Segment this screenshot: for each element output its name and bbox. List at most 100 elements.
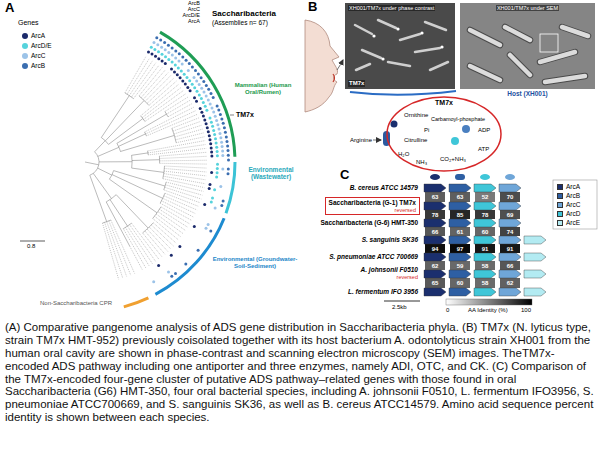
identity-value: 94 [432,245,439,252]
identity-value: 58 [482,280,489,287]
tree-branch [99,202,106,222]
tree-branch [176,137,204,143]
tree-branch [156,214,183,234]
gene-dot [161,53,164,56]
identity-value: 52 [482,194,489,201]
metabolite-label: NH₃ [416,159,427,166]
gene-dot [167,51,170,54]
scale-label: 0.8 [27,243,35,250]
gene-dot [226,145,229,148]
tree-branch [167,100,191,114]
identity-band [500,192,520,202]
gene-dot [216,167,219,170]
tree-branch [105,222,123,278]
clade-label: Non-Saccharibacteria CPR [40,300,112,307]
gene-arrow [449,184,471,192]
tree-branch [147,229,168,251]
gene-dot [191,65,194,68]
metabolite-label: Arginine [350,137,372,144]
gene-dot [156,43,159,46]
gene-arrow [499,236,521,244]
identity-band [475,278,495,288]
tree-branch [99,161,132,162]
gene-dot [212,96,215,99]
identity-value: 91 [482,245,489,252]
enzyme-icon [462,125,470,133]
gene-arrow [424,288,446,296]
gene-dot [210,150,213,153]
gene-dot [209,138,212,141]
tree-branch [119,134,146,147]
metabolite-label: Citrulline [404,137,427,144]
gene-dot [206,126,209,129]
enzyme-icon [451,137,459,145]
gene-dot [216,104,219,107]
gene-dot [153,41,156,44]
identity-value: 63 [432,194,439,201]
gene-dot [213,133,216,136]
gene-arrow [424,253,446,261]
host-underline [350,91,456,95]
legend-text: ArcD [566,210,580,217]
gene-dot [216,154,219,157]
tree-branch [105,101,144,141]
gene-dot [208,134,211,137]
tree-branch [130,246,143,269]
gene-arrow [474,202,496,210]
legend-swatch [557,184,563,190]
gene-dot [219,136,222,139]
gene-dot [152,280,155,283]
gene-dot [205,109,208,112]
clade-label: Mammalian (Human Oral/Rumen) [226,82,300,95]
gene-dot [214,207,217,210]
gene-dot [193,76,196,79]
tree-branch [155,216,182,237]
tree-branch [165,193,199,206]
gene-dot [212,129,215,132]
tree-branch [132,223,159,259]
species-label: S. sanguinis SK36 [362,236,418,243]
gene-dot [214,115,217,118]
legend-text: ArcC [566,201,580,208]
tree-branch [147,78,174,103]
gene-dot [174,272,177,275]
metabolite-label: CO₂+NH₃ [440,156,466,163]
gene-dot [200,97,203,100]
gene-dot [219,113,222,116]
gene-arrow [524,253,546,261]
identity-colorbar [446,299,532,305]
gene-dot [178,60,181,63]
gene-dot [216,150,219,153]
tree-branch [110,200,128,227]
legend-swatch [22,33,28,39]
gene-dot [225,135,228,138]
gene-dot [174,64,177,67]
gene-dot [174,57,177,60]
gene-dot [150,46,153,49]
tree-branch [107,222,127,277]
cell-outline: TM7x [386,96,502,172]
node-text: TM7x [348,80,365,87]
gene-dot [208,187,211,190]
identity-band [475,261,495,270]
gene-arrow [499,184,521,192]
gene-dot [185,59,188,62]
gene-arrow [524,236,546,244]
identity-band [425,210,445,219]
identity-value: 78 [432,211,439,218]
identity-value: 69 [507,211,514,218]
identity-band [450,227,470,236]
gene-dot [170,275,173,278]
tree-branch [149,227,171,249]
gene-dot [205,95,208,98]
colorbar-label: AA Identity (%) [468,307,508,314]
identity-band [425,261,445,270]
cell-outline-shape [386,96,502,172]
gene-dot [207,223,210,226]
metabolite-label: ATP [478,146,489,153]
protein-icon [430,174,440,180]
pathway-arrow [373,140,381,141]
micrograph-panel: XH001/TM7x under SEMHost (XH001) [460,3,595,89]
tree-branch [127,58,149,94]
